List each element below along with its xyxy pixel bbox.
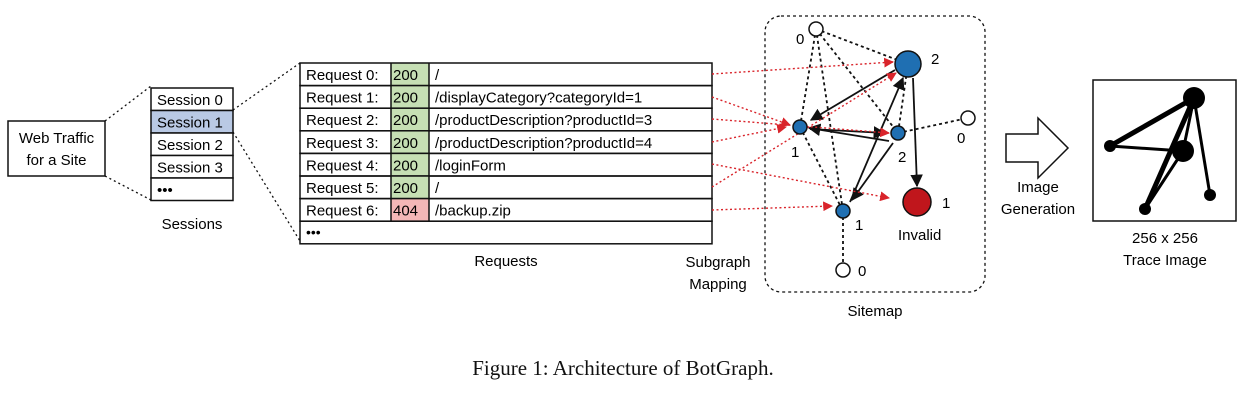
node-label-0-right: 0 [957, 130, 965, 147]
request-status-code: 200 [393, 112, 418, 129]
status-cell [391, 153, 429, 176]
request-status-code: 200 [393, 180, 418, 197]
request-path: /backup.zip [435, 203, 511, 220]
session-row-label: Session 1 [157, 115, 223, 132]
node-2-large [894, 50, 922, 78]
trace-image [1092, 79, 1237, 222]
node-label-1-left: 1 [791, 144, 799, 161]
node-label-2-mid: 2 [898, 149, 906, 166]
request-path: / [435, 180, 440, 197]
mapping-arrow [711, 123, 787, 143]
sitemap-frame [764, 15, 986, 293]
request-name: Request 1: [306, 90, 379, 107]
sitemap-nodes [792, 21, 976, 278]
request-path: /productDescription?productId=4 [435, 135, 652, 152]
mapping-arrow [711, 201, 833, 212]
web-traffic-line2: for a Site [26, 152, 86, 169]
status-cell [391, 130, 429, 154]
mapping-arrow [711, 163, 890, 202]
connector-session-to-requests-bottom [232, 131, 301, 242]
request-path: /displayCategory?categoryId=1 [435, 90, 642, 107]
request-name: Request 6: [306, 203, 379, 220]
sessions-table: Session 0 Session 1 Session 2 Session 3 ••• [150, 87, 234, 202]
mapping-arrow [711, 57, 894, 75]
node-label-0-top: 0 [796, 31, 804, 48]
request-row-ellipsis [299, 220, 713, 245]
trace-image-line1: 256 x 256 [1132, 230, 1198, 247]
node-2-mid [890, 125, 906, 141]
status-cell [391, 85, 429, 109]
node-0-bottom [835, 262, 851, 278]
session-row-label: Session 3 [157, 160, 223, 177]
request-name: Request 0: [306, 67, 379, 84]
request-path: /productDescription?productId=3 [435, 112, 652, 129]
node-label-1-invalid: 1 [942, 195, 950, 212]
request-name: Request 3: [306, 135, 379, 152]
request-status-code: 200 [393, 90, 418, 107]
session-row-label: Session 0 [157, 92, 223, 109]
session-row-label: Session 2 [157, 137, 223, 154]
web-traffic-line1: Web Traffic [19, 130, 95, 147]
request-path: / [435, 67, 440, 84]
session-row-label: ••• [157, 182, 173, 199]
node-0-right [960, 110, 976, 126]
request-status-code: 404 [393, 203, 418, 220]
mapping-label-line1: Subgraph [685, 254, 750, 271]
request-path: /loginForm [435, 157, 506, 174]
trace-image-line2: Trace Image [1123, 252, 1207, 269]
requests-label: Requests [474, 253, 537, 270]
figure-caption: Figure 1: Architecture of BotGraph. [472, 356, 774, 380]
status-cell [391, 108, 429, 131]
sessions-label: Sessions [162, 216, 223, 233]
request-status-code: 200 [393, 67, 418, 84]
session-row [150, 177, 234, 202]
sitemap-edges [799, 28, 969, 270]
sitemap-node-labels: 0 2 0 1 2 1 1 0 Invalid [791, 31, 965, 280]
node-1-bottom [835, 203, 851, 219]
request-name: Request 5: [306, 180, 379, 197]
status-cell [391, 63, 429, 86]
node-label-1-bottom: 1 [855, 217, 863, 234]
node-invalid [902, 187, 932, 217]
requests-ellipsis: ••• [306, 224, 321, 240]
request-name: Request 2: [306, 112, 379, 129]
connector-session-to-requests-top [232, 62, 301, 111]
web-traffic-box: Web Traffic for a Site [7, 120, 106, 177]
node-label-0-bottom: 0 [858, 263, 866, 280]
status-cell [391, 176, 429, 199]
mapping-arrows [711, 57, 897, 212]
node-label-2-large: 2 [931, 51, 939, 68]
invalid-label: Invalid [898, 227, 941, 244]
request-status-code: 200 [393, 135, 418, 152]
requests-table: Request 0: 200 / Request 1: 200/displayCateg… [299, 62, 713, 245]
request-name: Request 4: [306, 157, 379, 174]
image-generation-line2: Generation [1001, 201, 1075, 218]
image-generation-arrow-icon [1005, 116, 1070, 180]
connector-web-to-sessions-bottom [104, 175, 152, 201]
image-generation-line1: Image [1017, 179, 1059, 196]
request-status-code: 200 [393, 157, 418, 174]
status-cell [391, 198, 429, 222]
node-1-left [792, 119, 808, 135]
connector-web-to-sessions-top [104, 85, 152, 122]
sitemap-label: Sitemap [847, 303, 902, 320]
node-0-top [808, 21, 824, 37]
mapping-arrow [711, 96, 791, 127]
mapping-label-line2: Mapping [689, 276, 747, 293]
